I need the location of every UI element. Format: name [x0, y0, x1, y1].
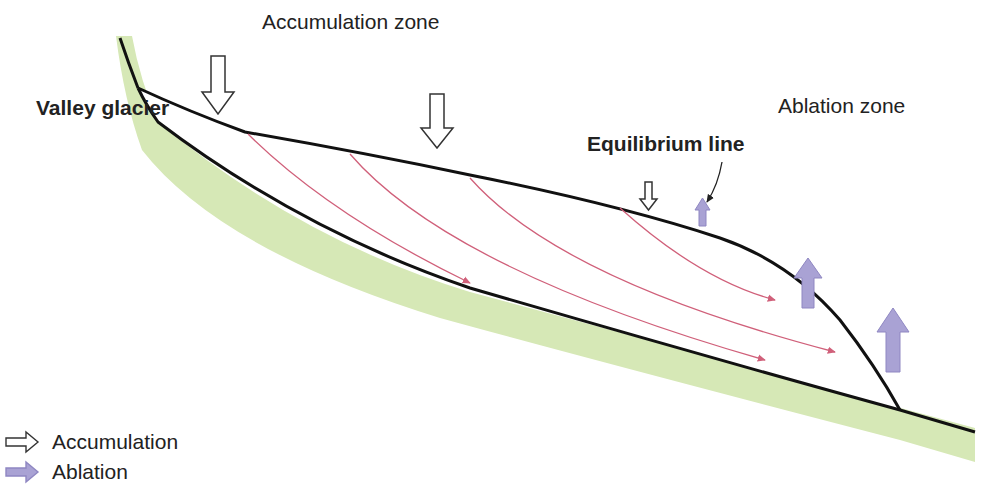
ablation-arrows: [695, 198, 909, 372]
leader-line: [707, 162, 722, 202]
flow-lines: [248, 134, 835, 360]
legend-text: Accumulation: [52, 430, 178, 454]
glacier-bed: [138, 88, 975, 432]
legend-swatch: [4, 430, 40, 454]
glacier-body: [138, 88, 900, 410]
bedrock: [116, 36, 975, 462]
glacier-surface: [138, 88, 900, 410]
legend-entry: Ablation: [4, 460, 128, 484]
zone-label: Accumulation zone: [262, 10, 439, 34]
legend-entry: Accumulation: [4, 430, 178, 454]
valley-wall: [120, 38, 138, 88]
legend-swatch: [4, 460, 40, 484]
line-label: Equilibrium line: [587, 132, 745, 156]
glacier-label: Valley glacier: [36, 96, 169, 120]
legend-text: Ablation: [52, 460, 128, 484]
zone-label: Ablation zone: [778, 94, 905, 118]
